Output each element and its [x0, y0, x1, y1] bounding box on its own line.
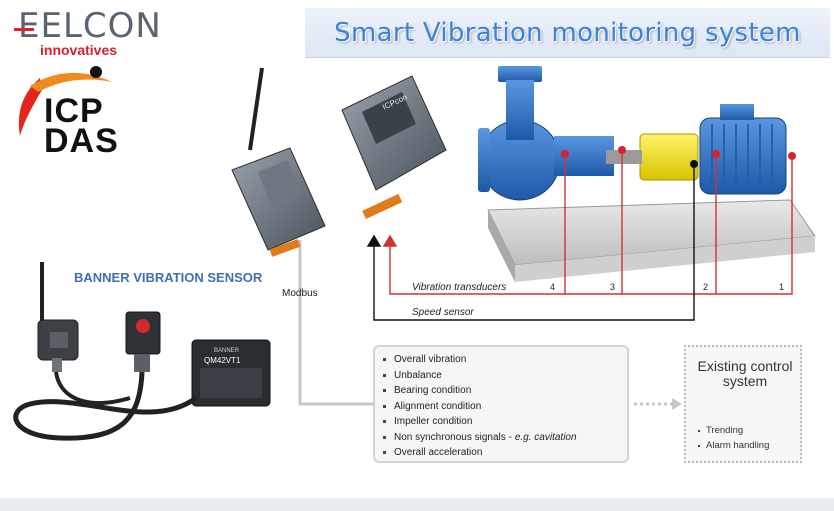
list-item-text: Trending	[706, 425, 744, 436]
banner-sensor-label: BANNER VIBRATION SENSOR	[74, 270, 263, 285]
point-label-4: 4	[550, 282, 555, 292]
list-item-text: Impeller condition	[394, 416, 473, 427]
modbus-connection-line	[298, 240, 373, 406]
list-item-text: Overall vibration	[394, 354, 467, 365]
existing-control-system-box: Existing control system Trending Alarm h…	[684, 345, 802, 463]
list-item: Bearing condition	[383, 383, 627, 399]
vibration-transducer-lines	[382, 150, 793, 295]
vibration-transducers-label: Vibration transducers	[412, 282, 506, 293]
icp-das-wordmark: ICP DAS	[44, 92, 119, 160]
list-item: Trending	[698, 423, 769, 438]
point-label-2: 2	[703, 282, 708, 292]
list-item-text: Bearing condition	[394, 385, 472, 396]
banner-sensor-head	[125, 311, 161, 372]
page-title: Smart Vibration monitoring system	[334, 17, 801, 48]
das-line: DAS	[44, 122, 119, 160]
list-item: Alignment condition	[383, 399, 627, 415]
terminal-block	[362, 193, 403, 219]
bullet-icon	[383, 435, 386, 439]
list-item: Non synchronous signals -e.g. cavitation	[383, 430, 627, 446]
list-item: Overall acceleration	[383, 445, 627, 461]
node-cable	[54, 371, 131, 405]
title-banner: Smart Vibration monitoring system	[305, 8, 830, 58]
icp-line: ICP	[44, 92, 104, 130]
bullet-icon	[383, 373, 386, 377]
existing-system-list: Trending Alarm handling	[698, 423, 769, 453]
point-label-1: 1	[779, 282, 784, 292]
bullet-icon	[698, 429, 700, 432]
speed-sensor-label: Speed sensor	[412, 307, 474, 318]
list-item-text: Unbalance	[394, 369, 442, 381]
bullet-icon	[383, 420, 386, 424]
antenna-icon	[248, 67, 264, 151]
output-arrow	[634, 398, 682, 410]
list-item: Overall vibration	[383, 352, 627, 368]
existing-system-title: Existing control system	[697, 358, 793, 389]
pump-assembly	[478, 66, 816, 282]
list-item: Alarm handling	[698, 438, 769, 453]
bullet-icon	[383, 358, 386, 362]
wireless-gateway-device	[231, 67, 326, 257]
coupling	[639, 133, 699, 181]
list-item-text: Alarm handling	[706, 440, 770, 451]
eelcon-tagline: innovatives	[40, 42, 118, 58]
bullet-icon	[698, 444, 700, 447]
analysis-list-box: Overall vibration Unbalance Bearing cond…	[373, 345, 629, 463]
terminal-block	[269, 239, 301, 257]
icpcon-module-device: ICPcon	[341, 75, 447, 219]
point-label-3: 3	[610, 282, 615, 292]
list-item-note: e.g. cavitation	[514, 431, 577, 443]
list-item: Impeller condition	[383, 414, 627, 430]
eelcon-wordmark: EELCON	[18, 6, 162, 46]
sensor-brand-label: BANNER	[214, 348, 240, 354]
sensor-model-label: QM42VT1	[204, 356, 241, 365]
bottom-strip	[0, 498, 834, 511]
eelcon-red-bar	[14, 28, 34, 31]
icp-swoosh-icon	[18, 66, 112, 136]
list-item-text: Alignment condition	[394, 400, 482, 412]
banner-vibration-sensor: BANNER QM42VT1	[191, 339, 271, 407]
speed-sensor-line	[366, 164, 695, 321]
banner-radio-node	[37, 262, 79, 372]
bullet-icon	[383, 404, 386, 408]
list-item-text: Non synchronous signals -	[394, 431, 512, 443]
list-item-text: Overall acceleration	[394, 447, 483, 458]
bullet-icon	[383, 451, 386, 455]
modbus-label: Modbus	[282, 288, 318, 299]
list-item: Unbalance	[383, 368, 627, 384]
sensor-cable	[13, 371, 198, 441]
bullet-icon	[383, 389, 386, 393]
